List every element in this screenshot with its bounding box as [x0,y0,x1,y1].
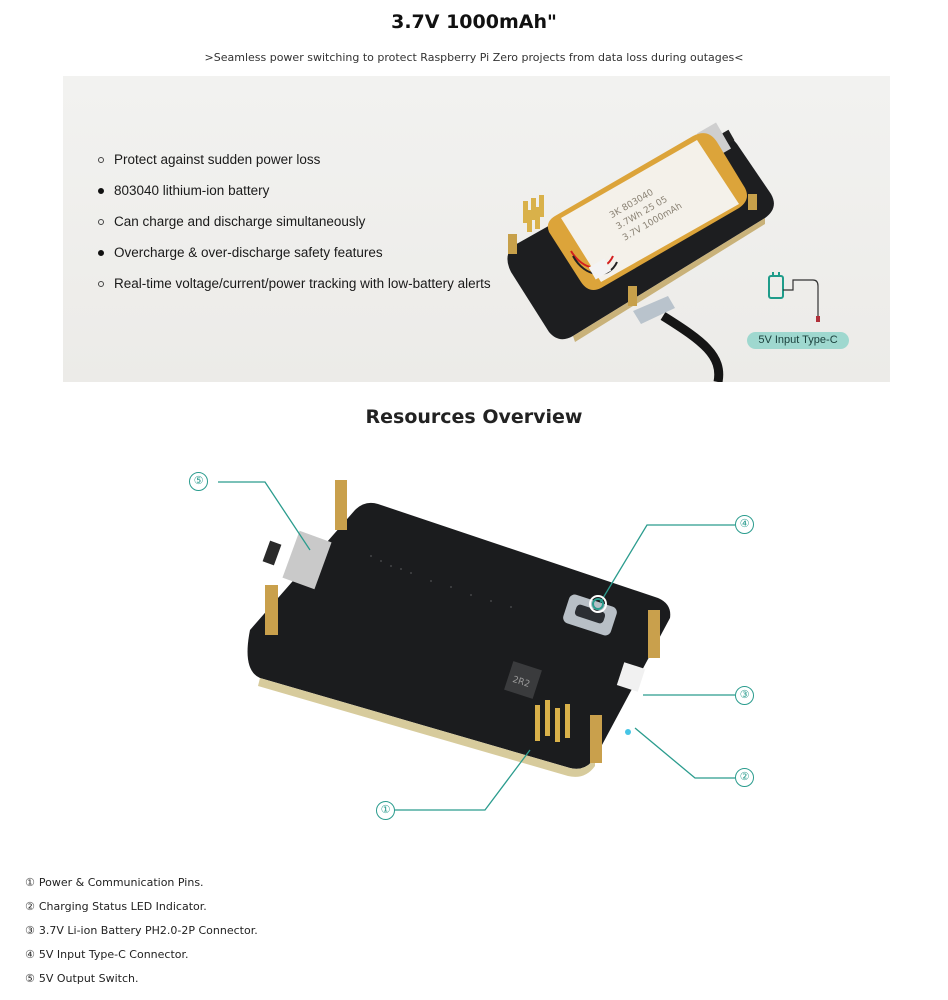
legend-text: 3.7V Li-ion Battery PH2.0-2P Connector. [38,923,258,937]
legend-item: ⑤ 5V Output Switch. [25,966,258,990]
feature-list: Protect against sudden power loss 803040… [98,144,491,299]
feature-item: 803040 lithium-ion battery [98,175,491,206]
filled-circle-bullet-icon [98,187,104,194]
usb-charger-icon [768,272,820,322]
legend-text: Power & Communication Pins. [38,875,204,889]
hero-banner: Protect against sudden power loss 803040… [63,76,890,382]
callout-line-5 [218,481,311,551]
callout-5-marker: ⑤ [189,472,208,491]
callout-1-marker: ① [376,801,395,820]
legend-index: ⑤ [25,971,35,985]
callout-line-1 [394,749,531,811]
pcb-board-top [247,502,671,769]
feature-text: Protect against sudden power loss [114,152,321,167]
callout-3-marker: ③ [735,686,754,705]
resources-legend: ① Power & Communication Pins. ② Charging… [25,870,258,990]
page-subtitle: >Seamless power switching to protect Ras… [204,51,744,64]
callout-line-2 [634,727,735,779]
feature-text: Can charge and discharge simultaneously [114,214,366,229]
filled-circle-bullet-icon [98,249,104,256]
feature-text: Overcharge & over-discharge safety featu… [114,245,383,260]
board-overview-photo: 2R2 [218,480,735,811]
callout-4-marker: ④ [735,515,754,534]
legend-item: ④ 5V Input Type-C Connector. [25,942,258,966]
legend-item: ② Charging Status LED Indicator. [25,894,258,918]
inductor-chip [504,661,542,699]
legend-index: ① [25,875,35,889]
open-circle-bullet-icon [98,218,104,225]
legend-text: 5V Output Switch. [38,971,139,985]
legend-text: 5V Input Type-C Connector. [38,947,189,961]
type-c-input-badge: 5V Input Type-C [747,332,849,349]
resources-overview-title: Resources Overview [365,406,583,428]
open-circle-bullet-icon [98,156,104,163]
legend-text: Charging Status LED Indicator. [38,899,207,913]
feature-item: Overcharge & over-discharge safety featu… [98,237,491,268]
feature-item: Real-time voltage/current/power tracking… [98,268,491,299]
legend-item: ③ 3.7V Li-ion Battery PH2.0-2P Connector… [25,918,258,942]
callout-line-4 [599,524,735,604]
legend-index: ④ [25,947,35,961]
feature-text: 803040 lithium-ion battery [114,183,270,198]
feature-text: Real-time voltage/current/power tracking… [114,276,491,291]
legend-index: ② [25,899,35,913]
legend-index: ③ [25,923,35,937]
legend-item: ① Power & Communication Pins. [25,870,258,894]
ups-hat-product-photo: 3K 803040 3.7Wh 25 05 3.7V 1000mAh [507,122,774,382]
feature-item: Protect against sudden power loss [98,144,491,175]
callout-2-marker: ② [735,768,754,787]
page-title: 3.7V 1000mAh" [391,11,557,33]
feature-item: Can charge and discharge simultaneously [98,206,491,237]
open-circle-bullet-icon [98,280,104,287]
